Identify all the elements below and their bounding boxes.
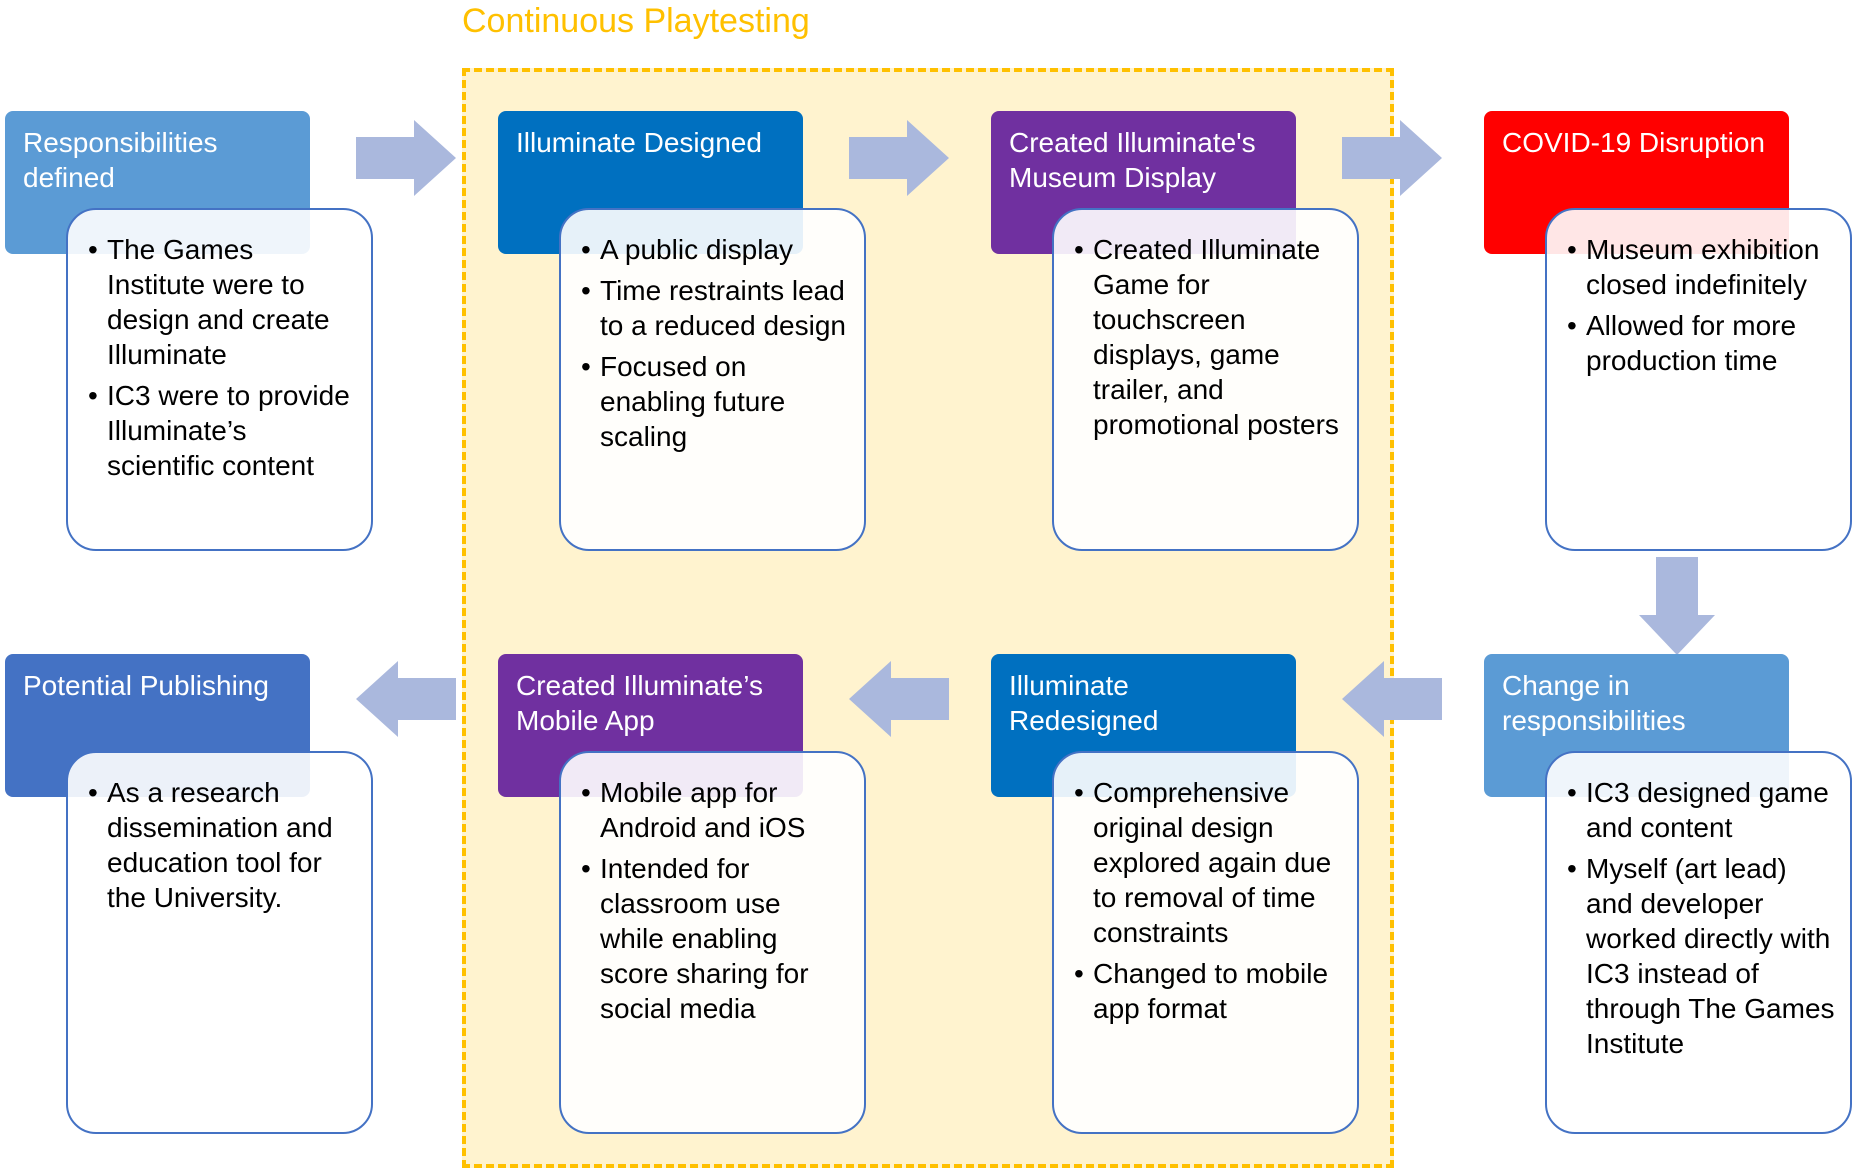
- bullet-item: Time restraints lead to a reduced design: [581, 273, 852, 343]
- bullet-item: Myself (art lead) and developer worked d…: [1567, 851, 1838, 1061]
- step-mobile-app: Created Illuminate’s Mobile App Mobile a…: [498, 654, 866, 1134]
- step-change-in-responsibilities: Change in responsibilities IC3 designed …: [1484, 654, 1852, 1134]
- bullet-item: Changed to mobile app format: [1074, 956, 1345, 1026]
- bullet-item: Mobile app for Android and iOS: [581, 775, 852, 845]
- step-body: Created Illuminate Game for touchscreen …: [1052, 208, 1359, 551]
- bullet-item: Created Illuminate Game for touchscreen …: [1074, 232, 1345, 442]
- arrow-right-icon: [356, 120, 456, 196]
- bullet-item: The Games Institute were to design and c…: [88, 232, 359, 372]
- bullet-item: As a research dissemination and educatio…: [88, 775, 359, 915]
- step-body: As a research dissemination and educatio…: [66, 751, 373, 1134]
- bullet-item: Intended for classroom use while enablin…: [581, 851, 852, 1026]
- step-illuminate-designed: Illuminate Designed A public display Tim…: [498, 111, 866, 551]
- step-museum-display: Created Illuminate's Museum Display Crea…: [991, 111, 1359, 551]
- step-body: IC3 designed game and content Myself (ar…: [1545, 751, 1852, 1134]
- arrow-right-icon: [849, 120, 949, 196]
- step-body: Mobile app for Android and iOS Intended …: [559, 751, 866, 1134]
- bullet-item: Comprehensive original design explored a…: [1074, 775, 1345, 950]
- step-potential-publishing: Potential Publishing As a research disse…: [5, 654, 373, 1134]
- arrow-right-icon: [1342, 120, 1442, 196]
- step-body: A public display Time restraints lead to…: [559, 208, 866, 551]
- step-body: Museum exhibition closed indefinitely Al…: [1545, 208, 1852, 551]
- arrow-down-icon: [1639, 557, 1715, 655]
- bullet-item: A public display: [581, 232, 852, 267]
- step-covid-disruption: COVID-19 Disruption Museum exhibition cl…: [1484, 111, 1852, 551]
- step-illuminate-redesigned: Illuminate Redesigned Comprehensive orig…: [991, 654, 1359, 1134]
- arrow-left-icon: [1342, 661, 1442, 737]
- bullet-item: Museum exhibition closed indefinitely: [1567, 232, 1838, 302]
- arrow-left-icon: [356, 661, 456, 737]
- step-body: The Games Institute were to design and c…: [66, 208, 373, 551]
- arrow-left-icon: [849, 661, 949, 737]
- continuous-playtesting-label: Continuous Playtesting: [462, 2, 810, 40]
- bullet-item: Focused on enabling future scaling: [581, 349, 852, 454]
- step-responsibilities-defined: Responsibilities defined The Games Insti…: [5, 111, 373, 551]
- bullet-item: Allowed for more production time: [1567, 308, 1838, 378]
- bullet-item: IC3 were to provide Illuminate’s scienti…: [88, 378, 359, 483]
- step-body: Comprehensive original design explored a…: [1052, 751, 1359, 1134]
- bullet-item: IC3 designed game and content: [1567, 775, 1838, 845]
